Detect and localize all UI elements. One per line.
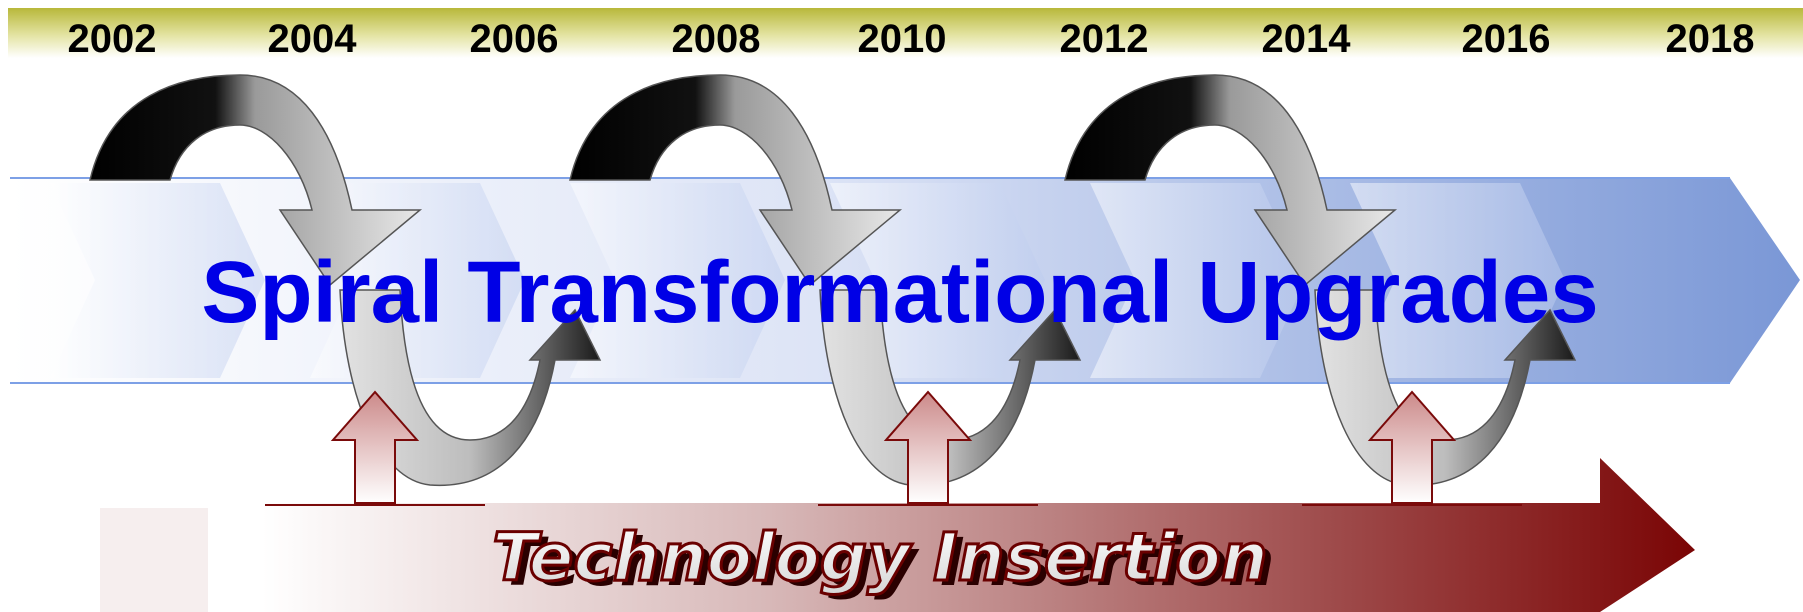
timeline-years: 2002 2004 2006 2008 2010 2012 2014 2016 2018 — [68, 17, 1755, 61]
band-title: Spiral Transformational Upgrades — [201, 244, 1598, 341]
insertion-arrows — [265, 390, 1522, 506]
band-chevron — [1090, 183, 1305, 378]
insertion-up-arrow — [883, 390, 973, 504]
year-label: 2018 — [1666, 17, 1755, 61]
year-label: 2002 — [68, 17, 157, 61]
insertion-title: Technology Insertion — [492, 519, 1268, 596]
year-label: 2016 — [1462, 17, 1551, 61]
year-label: 2008 — [672, 17, 761, 61]
year-label: 2010 — [858, 17, 947, 61]
insertion-up-arrow — [1367, 390, 1457, 504]
spiral-upper-arrow — [569, 74, 903, 287]
timeline-bar — [8, 8, 1803, 58]
year-label: 2004 — [268, 17, 358, 61]
insertion-up-arrow — [330, 390, 420, 504]
insertion-title-shadow: Technology Insertion — [499, 524, 1275, 601]
insertion-band — [262, 458, 1695, 612]
spiral-upper-arrow — [1064, 74, 1398, 287]
year-label: 2006 — [470, 17, 559, 61]
band-chevron — [570, 183, 785, 378]
band-chevron — [50, 183, 265, 378]
year-label: 2014 — [1262, 17, 1352, 61]
year-label: 2012 — [1060, 17, 1149, 61]
insertion-left-block — [100, 508, 208, 612]
spiral-upper-arrow — [89, 74, 423, 287]
band-chevron — [1350, 183, 1565, 378]
